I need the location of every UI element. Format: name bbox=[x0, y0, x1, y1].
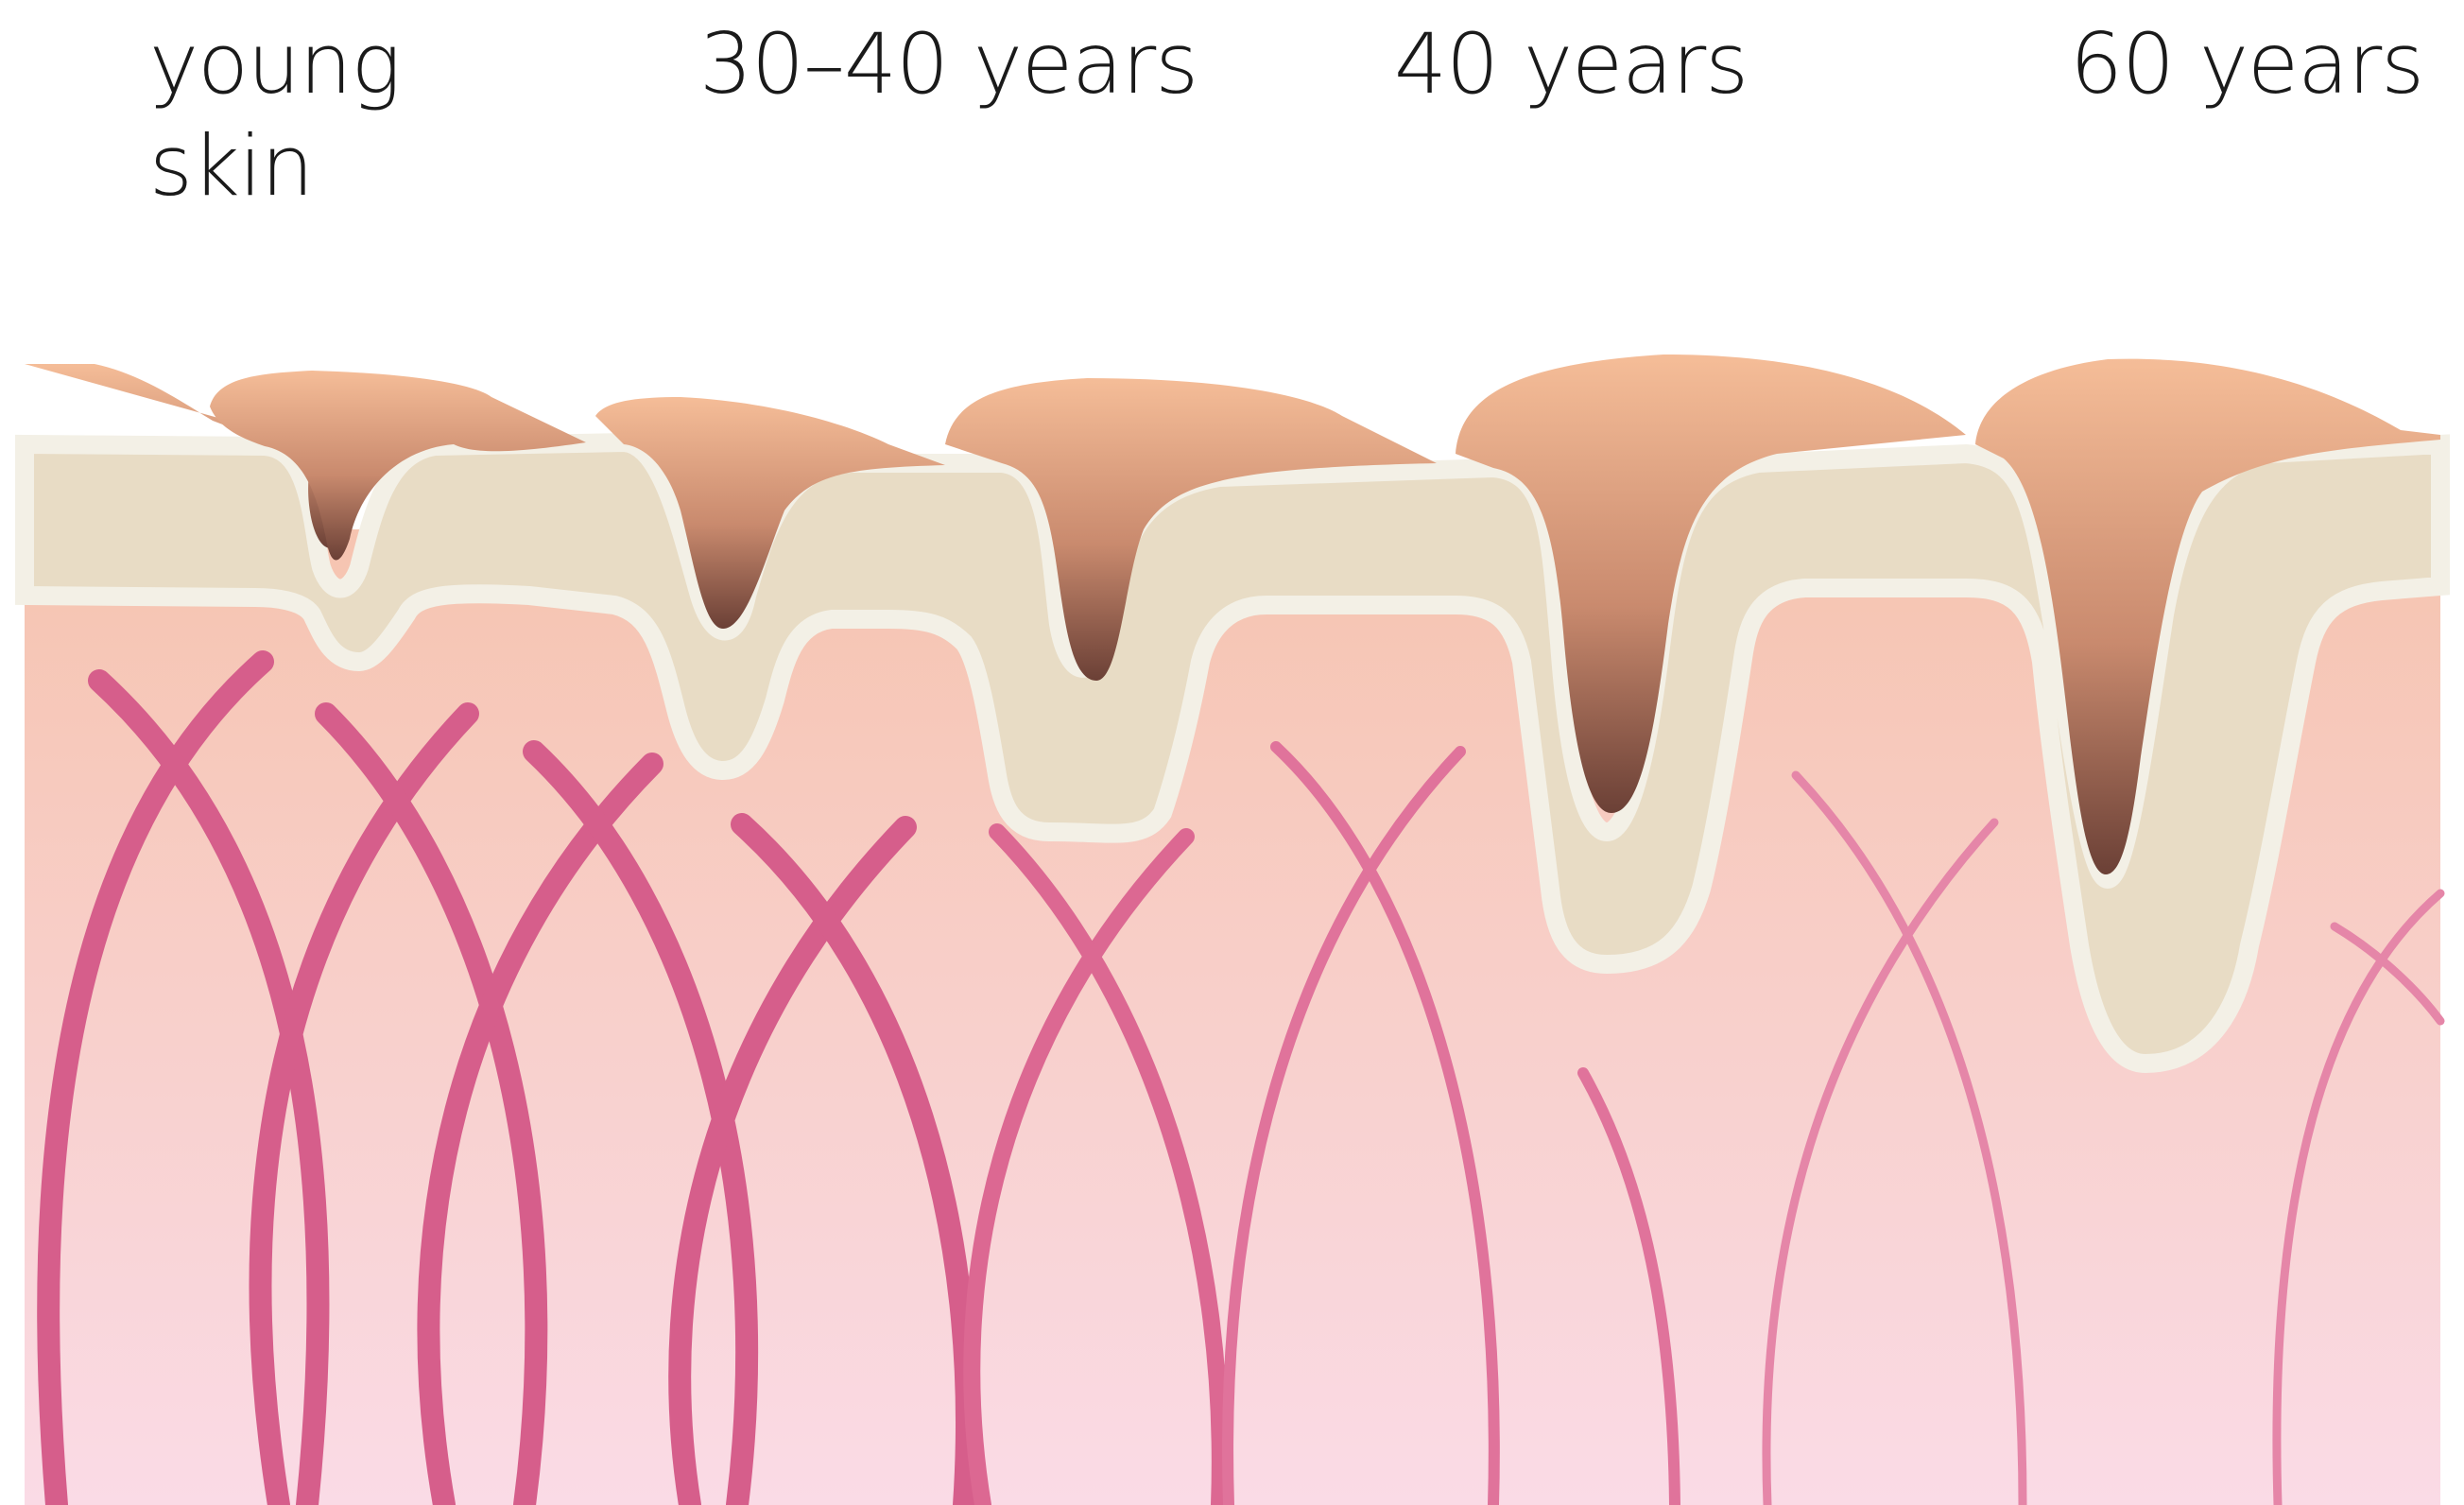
skin-cross-section-diagram bbox=[0, 0, 2464, 1505]
